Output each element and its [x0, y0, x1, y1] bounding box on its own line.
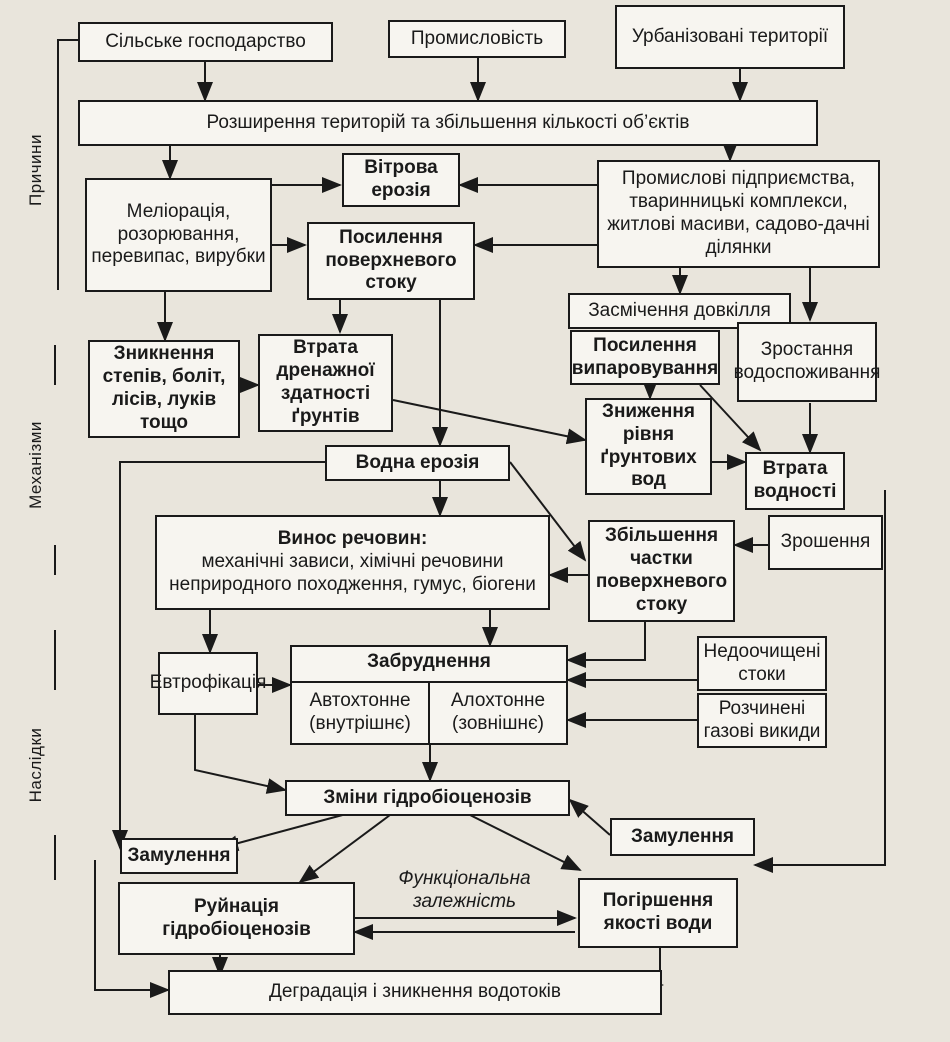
edge-watererosion-left: [112, 461, 325, 850]
edge-causes-bracket: [57, 39, 78, 290]
edge-hydro-ruin: [298, 814, 391, 884]
node-irrigation: Зрошення: [768, 515, 883, 570]
side-label-mechanisms: Механізми: [26, 421, 45, 509]
node-drainage-loss: Втрата дренажної здатності ґрунтів: [258, 334, 393, 432]
node-expansion: Розширення територій та збільшення кільк…: [78, 100, 818, 146]
node-industry: Промисловість: [388, 20, 566, 58]
node-washout: Винос речовин: механічні зависи, хімічні…: [155, 515, 550, 610]
node-enterprises: Промислові підприємства, тваринницькі ко…: [597, 160, 880, 268]
node-untreated: Недоочищені стоки: [697, 636, 827, 691]
functional-dependence-label: Функціональна залежність: [398, 868, 531, 912]
edge-hydro-siltation: [218, 812, 351, 852]
node-eutrophication: Евтрофікація: [150, 652, 266, 715]
edge-siltation-hydro: [568, 798, 611, 836]
pollution-internal: Автохтонне (внутрішнє): [292, 683, 430, 743]
node-disappearance: Зникнення степів, боліт, лісів, луків то…: [88, 340, 240, 438]
edge-hydro-quality: [469, 814, 582, 871]
node-siltation-right: Замулення: [610, 818, 755, 856]
node-hydro-changes: Зміни гідробіоценозів: [285, 780, 570, 816]
node-agriculture: Сільське господарство: [78, 22, 333, 62]
edge-share-pollution: [566, 622, 646, 668]
pollution-external: Алохтонне (зовнішнє): [450, 690, 546, 734]
edge-eutro-hydro: [194, 715, 287, 794]
node-pollution: Забруднення Автохтонне (внутрішнє) Алохт…: [290, 645, 568, 745]
side-label-causes: Причини: [26, 134, 45, 206]
node-surface-runoff: Посилення поверхневого стоку: [307, 222, 475, 300]
node-amelioration: Меліорація, розорювання, перевипас, виру…: [85, 178, 272, 292]
node-water-consumption: Зростання водоспоживання: [734, 322, 880, 402]
node-quality: Погіршення якості води: [578, 878, 738, 948]
node-water-loss: Втрата водності: [745, 452, 845, 510]
washout-detail: механічні зависи, хімічні речовини непри…: [169, 551, 536, 595]
edge-drainage-groundwater: [392, 399, 587, 445]
side-label-consequences: Наслідки: [26, 727, 45, 803]
node-gas-emissions: Розчинені газові викиди: [697, 693, 827, 748]
pollution-title: Забруднення: [367, 651, 491, 672]
node-water-erosion: Водна ерозія: [325, 445, 510, 481]
node-degradation: Деградація і зникнення водотоків: [168, 970, 662, 1015]
node-surface-share: Збільшення частки поверхневого стоку: [588, 520, 735, 622]
node-urban: Урбанізовані території: [615, 5, 845, 69]
node-siltation-left: Замулення: [120, 838, 238, 874]
edge-watererosion-surfaceshare: [509, 461, 587, 562]
edge-siltation-degradation: [94, 860, 170, 998]
washout-title: Винос речовин:: [277, 528, 428, 550]
node-evaporation: Посилення випаровування: [570, 330, 720, 385]
edge-waterloss-right: [753, 490, 886, 873]
edge-evaporation-waterloss: [699, 384, 762, 452]
node-groundwater-decrease: Зниження рівня ґрунтових вод: [585, 398, 712, 495]
node-wind-erosion: Вітрова ерозія: [342, 153, 460, 207]
node-hydro-ruin: Руйнація гідробіоценозів: [118, 882, 355, 955]
